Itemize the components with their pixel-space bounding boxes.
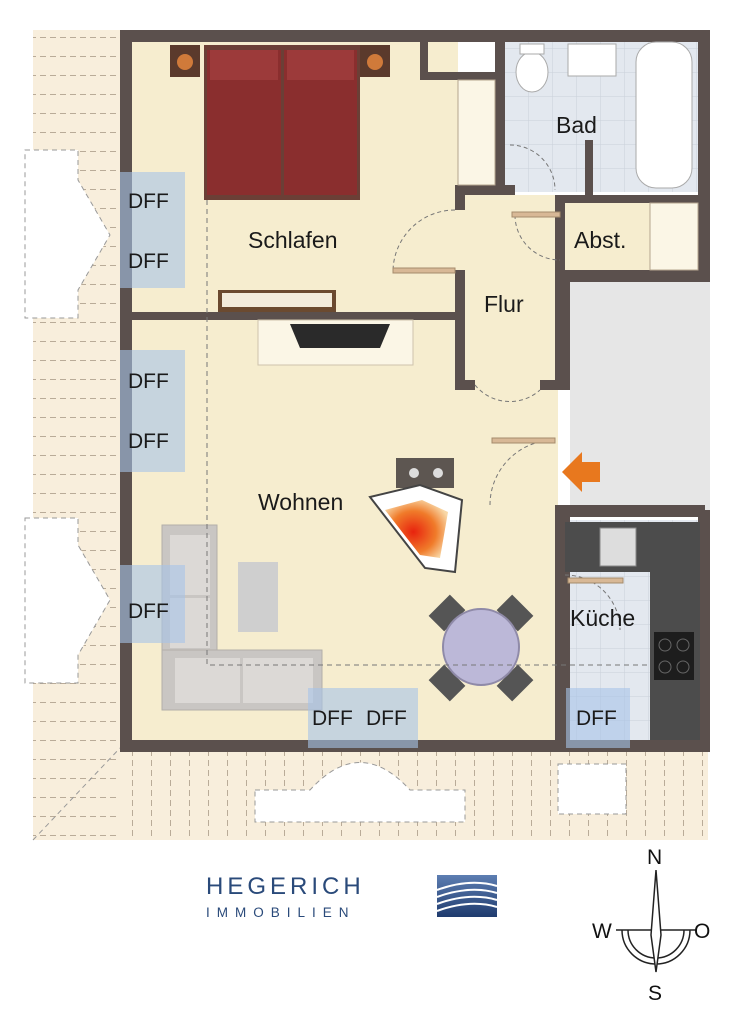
- fireplace: [368, 458, 464, 574]
- coffee-table: [238, 562, 278, 632]
- roof-window: [566, 688, 630, 748]
- room-label-abst: Abst.: [574, 227, 626, 253]
- company-name: HEGERICH: [206, 873, 365, 900]
- bed: [170, 45, 390, 200]
- room-label-wohnen: Wohnen: [258, 489, 343, 515]
- roof-window-label: DFF: [128, 190, 169, 213]
- roof-window: [120, 350, 185, 410]
- tv-board: [257, 319, 414, 366]
- wardrobe-right: [649, 202, 699, 271]
- wardrobe: [457, 79, 496, 186]
- bathroom-fixtures: [515, 41, 693, 189]
- roof-windows: [120, 172, 630, 748]
- compass-east: O: [694, 920, 710, 943]
- kitchen-counter: [565, 522, 700, 740]
- roof-window: [120, 230, 185, 288]
- room-label-schlafen: Schlafen: [248, 227, 338, 253]
- bookshelf: [218, 290, 336, 312]
- entrance-arrow-icon: [562, 452, 600, 492]
- roof-window-label: DFF: [576, 707, 617, 730]
- compass-south: S: [648, 982, 662, 1005]
- dining-table: [428, 594, 534, 702]
- room-label-bad: Bad: [556, 112, 597, 138]
- roof-window: [120, 565, 185, 643]
- roof-window: [120, 172, 185, 230]
- roof-window-labels: DFF DFF DFF DFF DFF DFF DFF DFF: [128, 190, 617, 730]
- roof-window: [120, 410, 185, 472]
- roof-window-label: DFF: [128, 370, 169, 393]
- company-subtitle: IMMOBILIEN: [206, 905, 356, 920]
- roof-window-label: DFF: [366, 707, 407, 730]
- room-label-kueche: Küche: [570, 605, 635, 631]
- roof-window: [308, 688, 363, 748]
- roof-window-label: DFF: [128, 430, 169, 453]
- roof-window-label: DFF: [128, 600, 169, 623]
- roof-slope-line: [206, 200, 650, 666]
- doors: [392, 211, 624, 584]
- company-logo-icon: [436, 875, 498, 917]
- room-label-flur: Flur: [484, 291, 524, 317]
- compass-west: W: [592, 920, 612, 943]
- roof-window-label: DFF: [312, 707, 353, 730]
- roof-window: [363, 688, 418, 748]
- compass-north: N: [647, 846, 662, 869]
- compass-rose: N S W O: [592, 846, 710, 1005]
- terrace-west: [24, 30, 123, 840]
- terrace-south: [32, 747, 708, 841]
- roof-window-label: DFF: [128, 250, 169, 273]
- door-swings: [392, 144, 621, 631]
